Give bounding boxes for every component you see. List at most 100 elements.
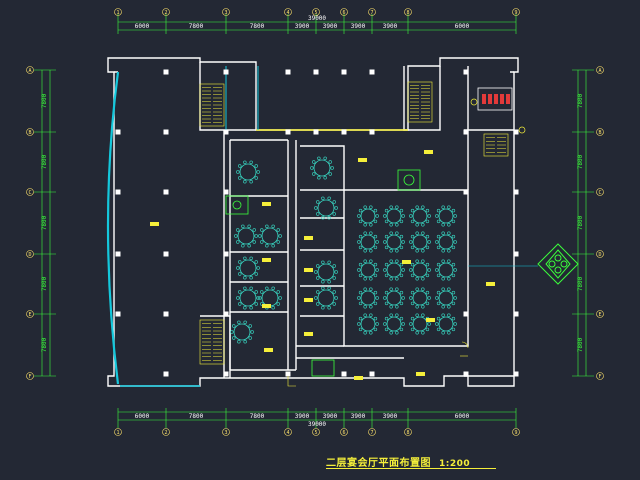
axis-label-right: F [598, 374, 601, 380]
chair [357, 322, 361, 326]
label-tag [150, 222, 159, 226]
chair [435, 214, 439, 218]
chair [399, 219, 404, 224]
chair [316, 212, 320, 216]
axis-bubble-bottom [284, 428, 292, 436]
chair [401, 268, 405, 272]
chair [451, 301, 456, 306]
chair [415, 223, 419, 227]
axis-label-bottom: 1 [116, 430, 119, 436]
chair [375, 214, 379, 218]
dim-text-top: 7800 [250, 23, 265, 30]
chair [395, 205, 399, 209]
chair [410, 290, 415, 295]
axis-label-top: 2 [164, 10, 167, 16]
round-table [438, 234, 454, 250]
chair [373, 262, 378, 267]
chair [383, 322, 387, 326]
chair [427, 322, 431, 326]
chair [247, 224, 251, 228]
chair [427, 240, 431, 244]
chair [363, 287, 367, 291]
dim-text-right: 7800 [577, 337, 584, 352]
axis-label-bottom: 8 [406, 430, 409, 436]
column [163, 251, 169, 257]
dim-text-top: 3900 [323, 23, 338, 30]
chair [265, 286, 269, 290]
chair [332, 212, 336, 216]
column [513, 371, 519, 377]
dim-text-left: 7800 [41, 154, 48, 169]
chair [249, 306, 253, 310]
chair [436, 290, 441, 295]
chair [410, 219, 415, 224]
column [163, 189, 169, 195]
chair [399, 290, 404, 295]
chair [327, 280, 331, 284]
chair [375, 240, 379, 244]
chair [389, 305, 393, 309]
label-tag [262, 202, 271, 206]
chair [384, 245, 389, 250]
chair [441, 313, 445, 317]
chair [415, 259, 419, 263]
chair [357, 214, 361, 218]
chair [389, 331, 393, 335]
chair [410, 234, 415, 239]
chair [425, 245, 430, 250]
chair [410, 262, 415, 267]
column [285, 129, 291, 135]
chair [363, 313, 367, 317]
chair [232, 336, 236, 340]
chair [415, 313, 419, 317]
chair [369, 313, 373, 317]
chair [435, 268, 439, 272]
chair [332, 264, 336, 268]
chair [435, 296, 439, 300]
chair [369, 331, 373, 335]
chair [243, 180, 247, 184]
chair [373, 245, 378, 250]
axis-bubble-right [596, 128, 604, 136]
chair [389, 223, 393, 227]
axis-bubble-right [596, 310, 604, 318]
curved-glass-facade [106, 71, 120, 385]
chair [421, 223, 425, 227]
column [163, 69, 169, 75]
chair [453, 268, 457, 272]
chair [441, 259, 445, 263]
chair [421, 231, 425, 235]
chair [256, 266, 260, 270]
axis-bubble-top [222, 8, 230, 16]
chair [243, 276, 247, 280]
dim-text-left: 7800 [41, 93, 48, 108]
chair [425, 219, 430, 224]
chair [447, 231, 451, 235]
chair [265, 224, 269, 228]
axis-bubble-top [368, 8, 376, 16]
axis-bubble-top [114, 8, 122, 16]
chair [451, 273, 456, 278]
column [463, 69, 469, 75]
axis-bubble-top [284, 8, 292, 16]
chair [332, 200, 336, 204]
axis-bubble-top [162, 8, 170, 16]
axis-label-bottom: 7 [370, 430, 373, 436]
chair [358, 245, 363, 250]
chair [415, 231, 419, 235]
chair [316, 302, 320, 306]
chair [249, 286, 253, 290]
chair [265, 244, 269, 248]
axis-label-top: 3 [224, 10, 227, 16]
round-table [386, 262, 402, 278]
chair [254, 234, 258, 238]
axis-label-bottom: 3 [224, 430, 227, 436]
dim-text-top: 7800 [189, 23, 204, 30]
chair [321, 286, 325, 290]
chair [375, 268, 379, 272]
chair [334, 206, 338, 210]
chair [254, 176, 258, 180]
chair [321, 196, 325, 200]
